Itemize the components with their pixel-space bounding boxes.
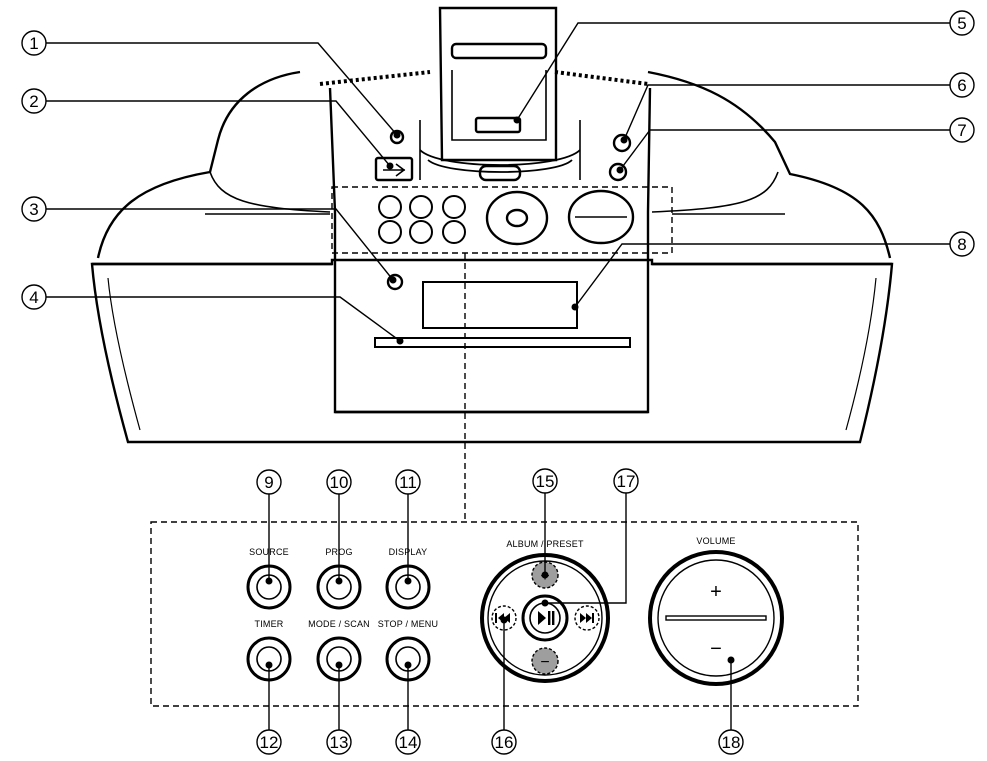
dock-connector: [474, 116, 522, 134]
top-nav-dial-center: [505, 208, 529, 228]
callout-labels: 1 2 3 4 5 6 7 8 9 10 11 12 13 14 15 16 1…: [29, 14, 966, 752]
volume-dial-inner: [657, 559, 775, 677]
headphone-jack-icon: [612, 133, 632, 153]
callout-7: 7: [957, 121, 966, 140]
callout-1: 1: [29, 34, 38, 53]
ir-sensor-icon: [386, 273, 404, 291]
dock-latch: [478, 164, 522, 182]
callout-12: 12: [260, 733, 279, 752]
timer-label: TIMER: [255, 619, 284, 629]
rib-left: [319, 70, 431, 86]
volume-dial[interactable]: [648, 550, 784, 686]
prev-button[interactable]: [491, 605, 517, 631]
callout-9: 9: [264, 473, 273, 492]
leader-lines: [46, 22, 950, 738]
front-shell-inner: [107, 277, 877, 431]
top-button-grid: [378, 195, 466, 244]
callout-10: 10: [330, 473, 349, 492]
top-control-frame: [331, 186, 673, 254]
play-pause-icon: [538, 611, 555, 625]
dock-slot-top: [450, 42, 548, 60]
volume-label: VOLUME: [696, 536, 735, 546]
nav-minus-button[interactable]: [531, 647, 559, 675]
disc-slot: [374, 337, 631, 348]
volume-divider: [665, 615, 767, 621]
volume-dial-outer: [648, 550, 784, 686]
callout-4: 4: [29, 288, 38, 307]
dock-inner: [451, 70, 547, 141]
callout-11: 11: [399, 473, 417, 492]
callout-8: 8: [957, 235, 966, 254]
callout-18: 18: [722, 733, 741, 752]
rib-right: [554, 70, 649, 86]
next-icon: [580, 613, 594, 623]
callout-3: 3: [29, 200, 38, 219]
leader-dots: [265, 116, 735, 669]
callout-circles: [21, 10, 975, 755]
callout-2: 2: [29, 92, 38, 111]
mode-scan-label: MODE / SCAN: [308, 619, 370, 629]
top-volume-dial: [567, 189, 635, 245]
power-button-icon: [389, 129, 405, 145]
left-shoulder: [209, 171, 779, 213]
callout-6: 6: [957, 76, 966, 95]
callout-13: 13: [330, 733, 349, 752]
nav-minus-sign: −: [540, 654, 549, 671]
top-nav-dial: [485, 190, 549, 246]
usb-port-icon: [374, 156, 414, 182]
next-button[interactable]: [574, 605, 600, 631]
dock-holder: [438, 6, 558, 162]
usb-symbol: [383, 163, 406, 177]
callout-16: 16: [495, 733, 514, 752]
device-body: [90, 6, 894, 444]
aux-jack-icon: [608, 162, 628, 182]
callout-17: 17: [617, 472, 636, 491]
volume-plus-sign: +: [710, 581, 722, 603]
volume-minus-sign: −: [710, 638, 722, 660]
stop-menu-label: STOP / MENU: [378, 619, 438, 629]
display-screen: [422, 281, 578, 329]
callout-14: 14: [399, 733, 418, 752]
front-shell: [90, 258, 894, 444]
play-pause-button[interactable]: [521, 594, 569, 642]
callout-15: 15: [536, 472, 555, 491]
callout-5: 5: [957, 14, 966, 33]
center-console: [328, 87, 652, 414]
